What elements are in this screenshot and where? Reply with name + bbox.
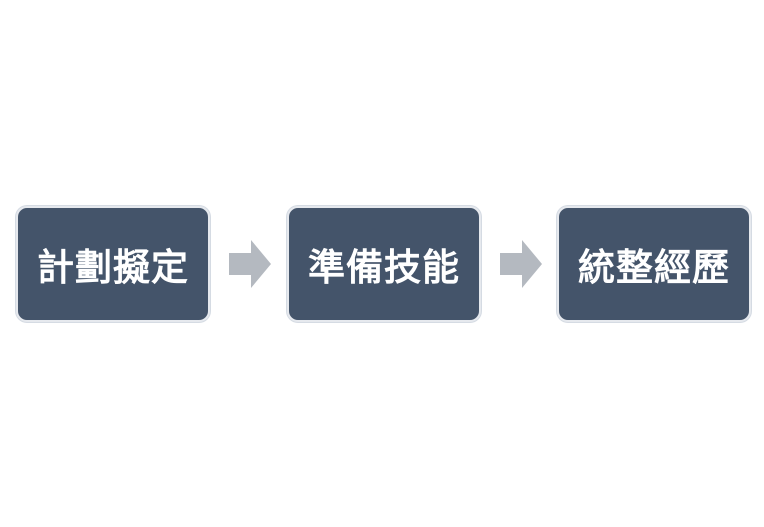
- step-box-prepare: 準備技能: [287, 206, 481, 322]
- step-label: 準備技能: [308, 246, 460, 289]
- step-label: 計劃擬定: [37, 246, 189, 289]
- step-box-plan: 計劃擬定: [16, 206, 210, 322]
- arrow-right-icon: [500, 240, 542, 288]
- step-box-integrate: 統整經歷: [557, 206, 751, 322]
- step-label: 統整經歷: [578, 246, 730, 289]
- arrow-right-icon: [229, 240, 271, 288]
